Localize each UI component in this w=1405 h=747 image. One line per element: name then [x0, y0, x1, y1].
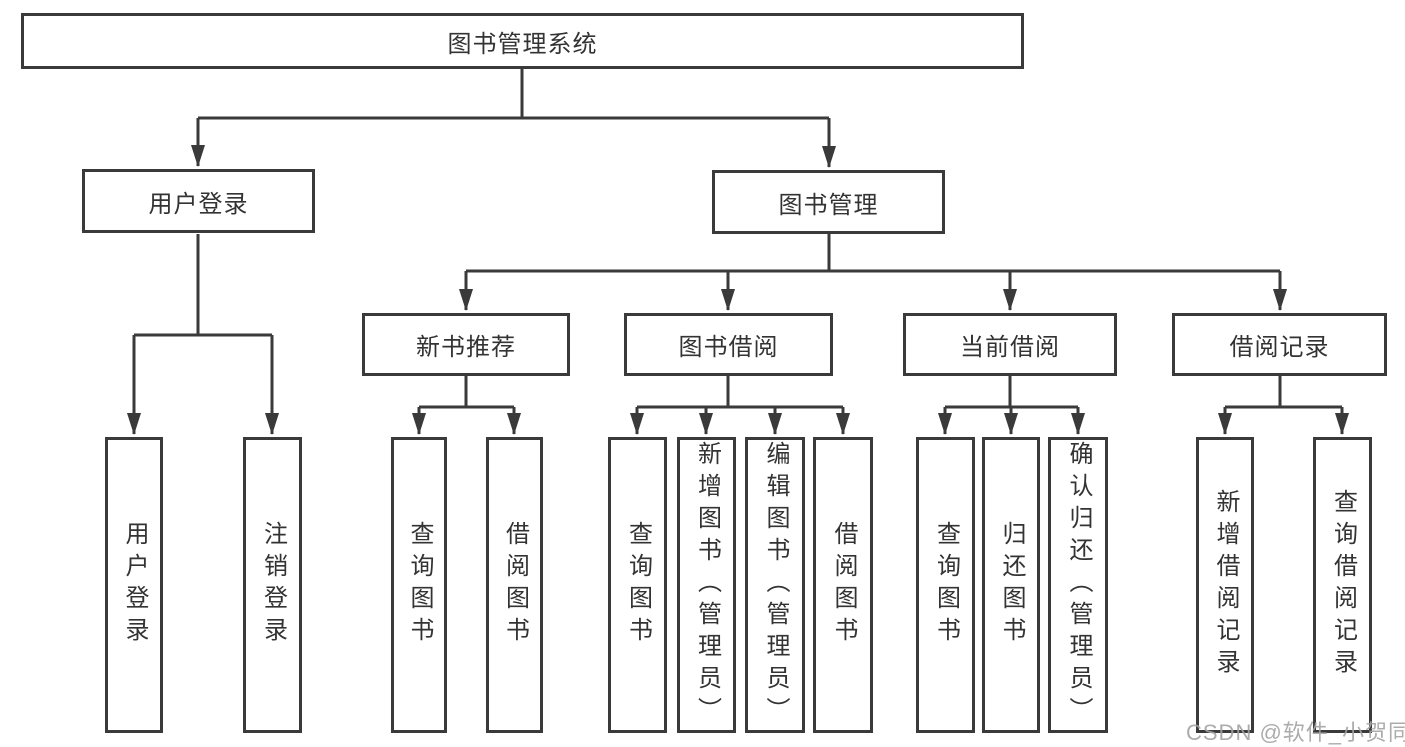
- connector-rec-rail: [419, 376, 514, 409]
- node-current-borrow: 当前借阅: [903, 313, 1117, 376]
- node-history-add-record: 新增借阅记录: [1196, 437, 1254, 733]
- node-user-login: 用户登录: [82, 169, 315, 233]
- node-rec-borrow-books: 借阅图书: [486, 437, 543, 733]
- node-library-system: 图书管理系统: [21, 13, 1024, 69]
- node-borrow-edit-books-admin: 编辑图书（管理员）: [745, 437, 805, 733]
- node-user-login-leaf: 用户登录: [105, 437, 163, 733]
- node-label: 新增借阅记录: [1212, 489, 1239, 681]
- node-label: 查询图书: [932, 521, 960, 649]
- node-label: 归还图书: [998, 521, 1025, 649]
- node-current-confirm-return-admin: 确认归还（管理员）: [1048, 437, 1108, 733]
- node-label: 借阅图书: [501, 521, 529, 649]
- connector-root-rail: [198, 69, 829, 120]
- connector-borrow-rail: [637, 376, 843, 409]
- connector-history-rail: [1225, 376, 1342, 409]
- node-borrow-borrow-books: 借阅图书: [813, 437, 873, 733]
- node-rec-query-books: 查询图书: [391, 437, 447, 733]
- csdn-watermark: CSDN @软件_小贺同学: [1186, 720, 1405, 745]
- node-label: 借阅图书: [830, 521, 857, 649]
- connector-mgmt-rail: [466, 234, 1280, 273]
- node-logout-leaf: 注销登录: [243, 437, 302, 733]
- connector-current-rail: [945, 376, 1078, 409]
- node-label: 新增图书（管理员）: [693, 441, 721, 729]
- node-label: 注销登录: [259, 521, 287, 649]
- node-label: 查询图书: [624, 521, 652, 649]
- node-new-book-recommend: 新书推荐: [362, 313, 570, 376]
- node-borrow-query-books: 查询图书: [608, 437, 667, 733]
- node-current-return-books: 归还图书: [982, 437, 1040, 733]
- node-current-query-books: 查询图书: [916, 437, 975, 733]
- node-borrow-add-books-admin: 新增图书（管理员）: [677, 437, 736, 733]
- node-label: 确认归还（管理员）: [1065, 441, 1092, 729]
- node-book-management: 图书管理: [712, 170, 945, 234]
- node-history-query-record: 查询借阅记录: [1313, 437, 1372, 733]
- node-label: 查询图书: [406, 521, 433, 649]
- node-label: 查询借阅记录: [1329, 489, 1357, 681]
- node-label: 编辑图书（管理员）: [762, 441, 789, 729]
- connector-login-rail: [134, 234, 272, 337]
- node-borrow-records: 借阅记录: [1172, 313, 1387, 376]
- node-label: 用户登录: [121, 521, 148, 649]
- node-book-borrow: 图书借阅: [624, 313, 833, 376]
